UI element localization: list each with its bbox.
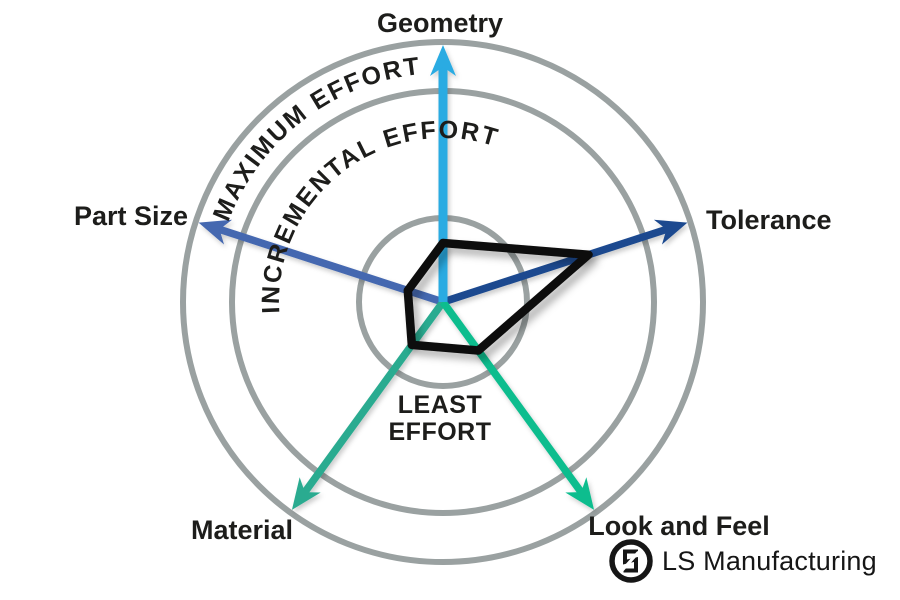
axis-arrow-geometry: [430, 45, 456, 302]
ls-logo-icon: [609, 539, 653, 583]
axis-arrowhead-geometry: [430, 45, 456, 76]
axis-shaft-material: [301, 299, 447, 496]
axis-label-part-size: Part Size: [74, 201, 188, 231]
axis-arrow-look-and-feel: [439, 299, 595, 510]
axis-arrowhead-material: [291, 477, 321, 510]
plotted-effort-polygon: [403, 238, 593, 355]
brand-name: LS Manufacturing: [662, 545, 877, 576]
axis-arrow-tolerance: [441, 219, 688, 306]
axis-label-geometry: Geometry: [377, 8, 503, 38]
axis-arrowhead-look-and-feel: [565, 477, 595, 510]
axis-label-tolerance: Tolerance: [706, 205, 832, 235]
axis-shaft-tolerance: [441, 225, 669, 306]
axis-label-material: Material: [191, 515, 293, 545]
axis-shaft-look-and-feel: [439, 299, 585, 496]
axis-arrow-material: [291, 299, 447, 510]
least-effort-label-line-2: EFFORT: [389, 418, 492, 446]
least-effort-label-line-1: LEAST: [398, 391, 482, 419]
maximum-effort-ring: [180, 39, 706, 565]
brand-footer: LS Manufacturing: [608, 538, 877, 584]
axis-label-look-and-feel: Look and Feel: [588, 511, 770, 541]
axis-arrowhead-tolerance: [653, 219, 688, 245]
axis-arrows: [198, 45, 688, 510]
axis-arrowhead-part-size: [198, 219, 233, 245]
